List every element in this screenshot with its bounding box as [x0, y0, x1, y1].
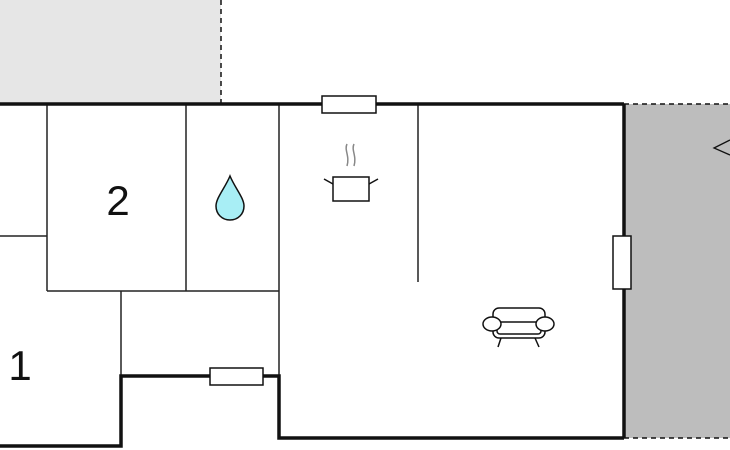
room-label-2: 2	[106, 177, 129, 224]
window-bottom	[209, 367, 264, 386]
outdoor-areas	[0, 0, 730, 439]
sofa-icon	[482, 307, 555, 348]
yard-area	[0, 0, 221, 104]
wall-bottom-right	[0, 374, 624, 448]
cooking-pot-icon	[323, 143, 379, 202]
terrace-marker	[712, 139, 730, 156]
water-drop-icon	[215, 174, 245, 221]
windows	[209, 95, 632, 386]
exterior-walls	[0, 102, 626, 448]
interior-walls	[0, 104, 419, 438]
window-right	[612, 235, 632, 290]
room-label-1: 1	[8, 342, 31, 389]
window-top	[321, 95, 377, 114]
terrace-area	[624, 104, 730, 438]
